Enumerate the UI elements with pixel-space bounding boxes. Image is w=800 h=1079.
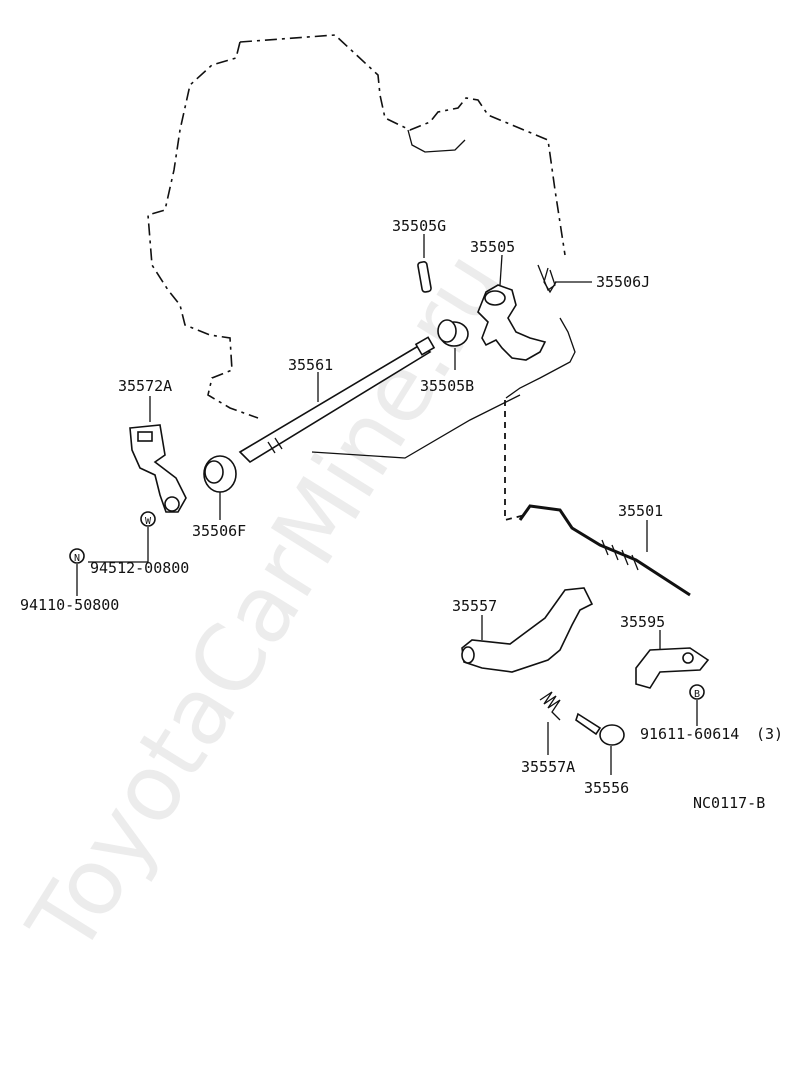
- ref-mark-n: N: [74, 553, 80, 564]
- label-91611-qty: (3): [756, 725, 783, 743]
- ref-mark-b: B: [694, 689, 700, 700]
- shaft-35561: [238, 336, 436, 464]
- seal-35506f: [203, 455, 237, 520]
- label-35506j: 35506J: [596, 273, 650, 291]
- bolt-91611: B: [689, 684, 705, 726]
- nut-94110: N: [69, 548, 85, 596]
- label-94110-50800: 94110-50800: [20, 596, 119, 614]
- label-91611-60614: 91611-60614: [640, 725, 739, 743]
- label-35557: 35557: [452, 597, 497, 615]
- transaxle-housing: [147, 34, 576, 522]
- label-35505: 35505: [470, 238, 515, 256]
- label-35505g: 35505G: [392, 217, 446, 235]
- label-35572a: 35572A: [118, 377, 172, 395]
- label-35557a: 35557A: [521, 758, 575, 776]
- label-35595: 35595: [620, 613, 665, 631]
- pin-35505g: [417, 234, 432, 293]
- washer-94512: W: [88, 511, 156, 563]
- rod-35501: [518, 504, 691, 597]
- label-35501: 35501: [618, 502, 663, 520]
- diagram-code: NC0117-B: [693, 794, 765, 812]
- shift-lever-35505: [477, 254, 547, 361]
- bracket-35572a: [129, 396, 187, 513]
- ref-mark-w: W: [145, 516, 152, 527]
- label-35556: 35556: [584, 779, 629, 797]
- spring-35557a: [539, 691, 561, 755]
- bracket-35595: [635, 630, 710, 689]
- lever-35557: [461, 587, 594, 673]
- label-35505b: 35505B: [420, 377, 474, 395]
- bushing-35505b: [437, 319, 469, 370]
- clip-35506j: [543, 267, 592, 294]
- label-35506f: 35506F: [192, 522, 246, 540]
- label-94512-00800: 94512-00800: [90, 559, 189, 577]
- label-35561: 35561: [288, 356, 333, 374]
- pin-35556: [575, 712, 625, 775]
